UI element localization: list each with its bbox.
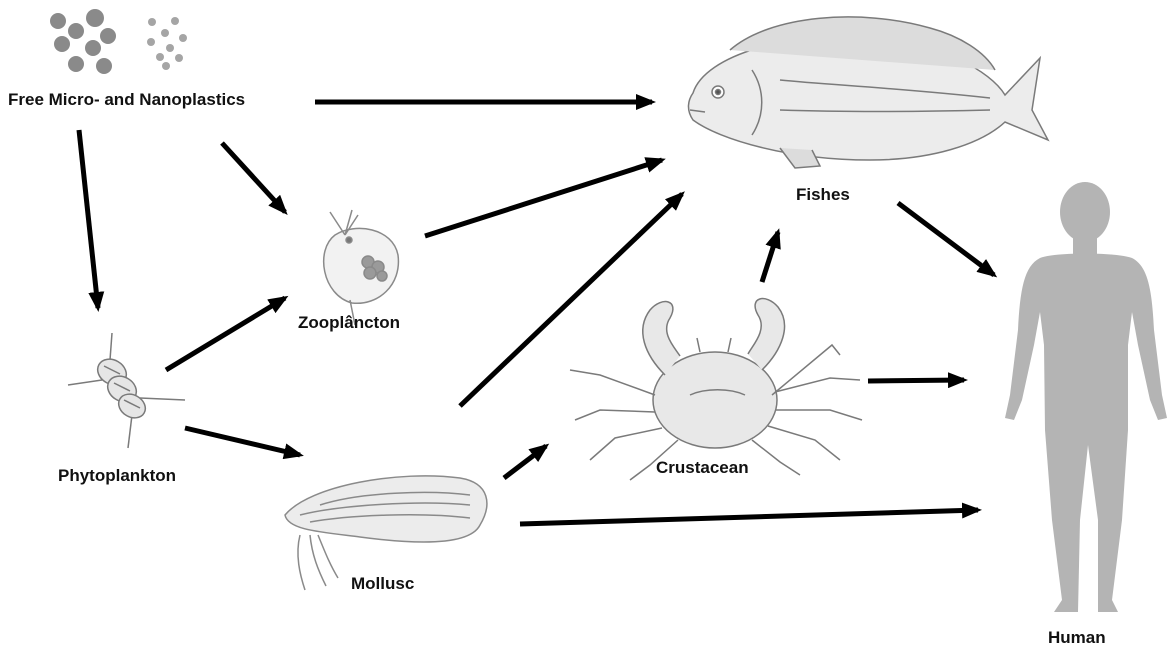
arrow-phytoplankton-to-mollusc [185, 428, 300, 455]
human-silhouette-icon [1005, 182, 1167, 612]
arrow-fishes-to-human [898, 203, 994, 275]
arrow-source-to-zooplankton [222, 143, 285, 212]
label-phytoplankton: Phytoplankton [58, 466, 176, 486]
zooplankton-icon [324, 210, 399, 325]
label-mollusc: Mollusc [351, 574, 414, 594]
arrow-crustacean-to-human [868, 380, 964, 381]
arrow-mollusc-to-fishes [460, 194, 682, 406]
crustacean-icon [570, 299, 862, 480]
microplastic-particles-icon [50, 9, 116, 74]
label-fishes: Fishes [796, 185, 850, 205]
arrow-mollusc-to-crustacean [504, 446, 546, 478]
arrow-crustacean-to-fishes [762, 232, 778, 282]
label-human: Human [1048, 628, 1106, 648]
fish-icon [688, 17, 1048, 168]
arrows [79, 102, 994, 524]
label-zooplankton: Zooplâncton [298, 313, 400, 333]
phytoplankton-icon [68, 333, 185, 448]
mollusc-icon [285, 476, 487, 590]
arrow-mollusc-to-human [520, 510, 978, 524]
nanoplastic-particles-icon [147, 17, 187, 70]
label-crustacean: Crustacean [656, 458, 749, 478]
arrow-source-to-phytoplankton [79, 130, 98, 308]
arrow-phytoplankton-to-zooplankton [166, 298, 285, 370]
arrow-zooplankton-to-fishes [425, 160, 662, 236]
label-free-micro-nanoplastics: Free Micro- and Nanoplastics [8, 90, 245, 110]
